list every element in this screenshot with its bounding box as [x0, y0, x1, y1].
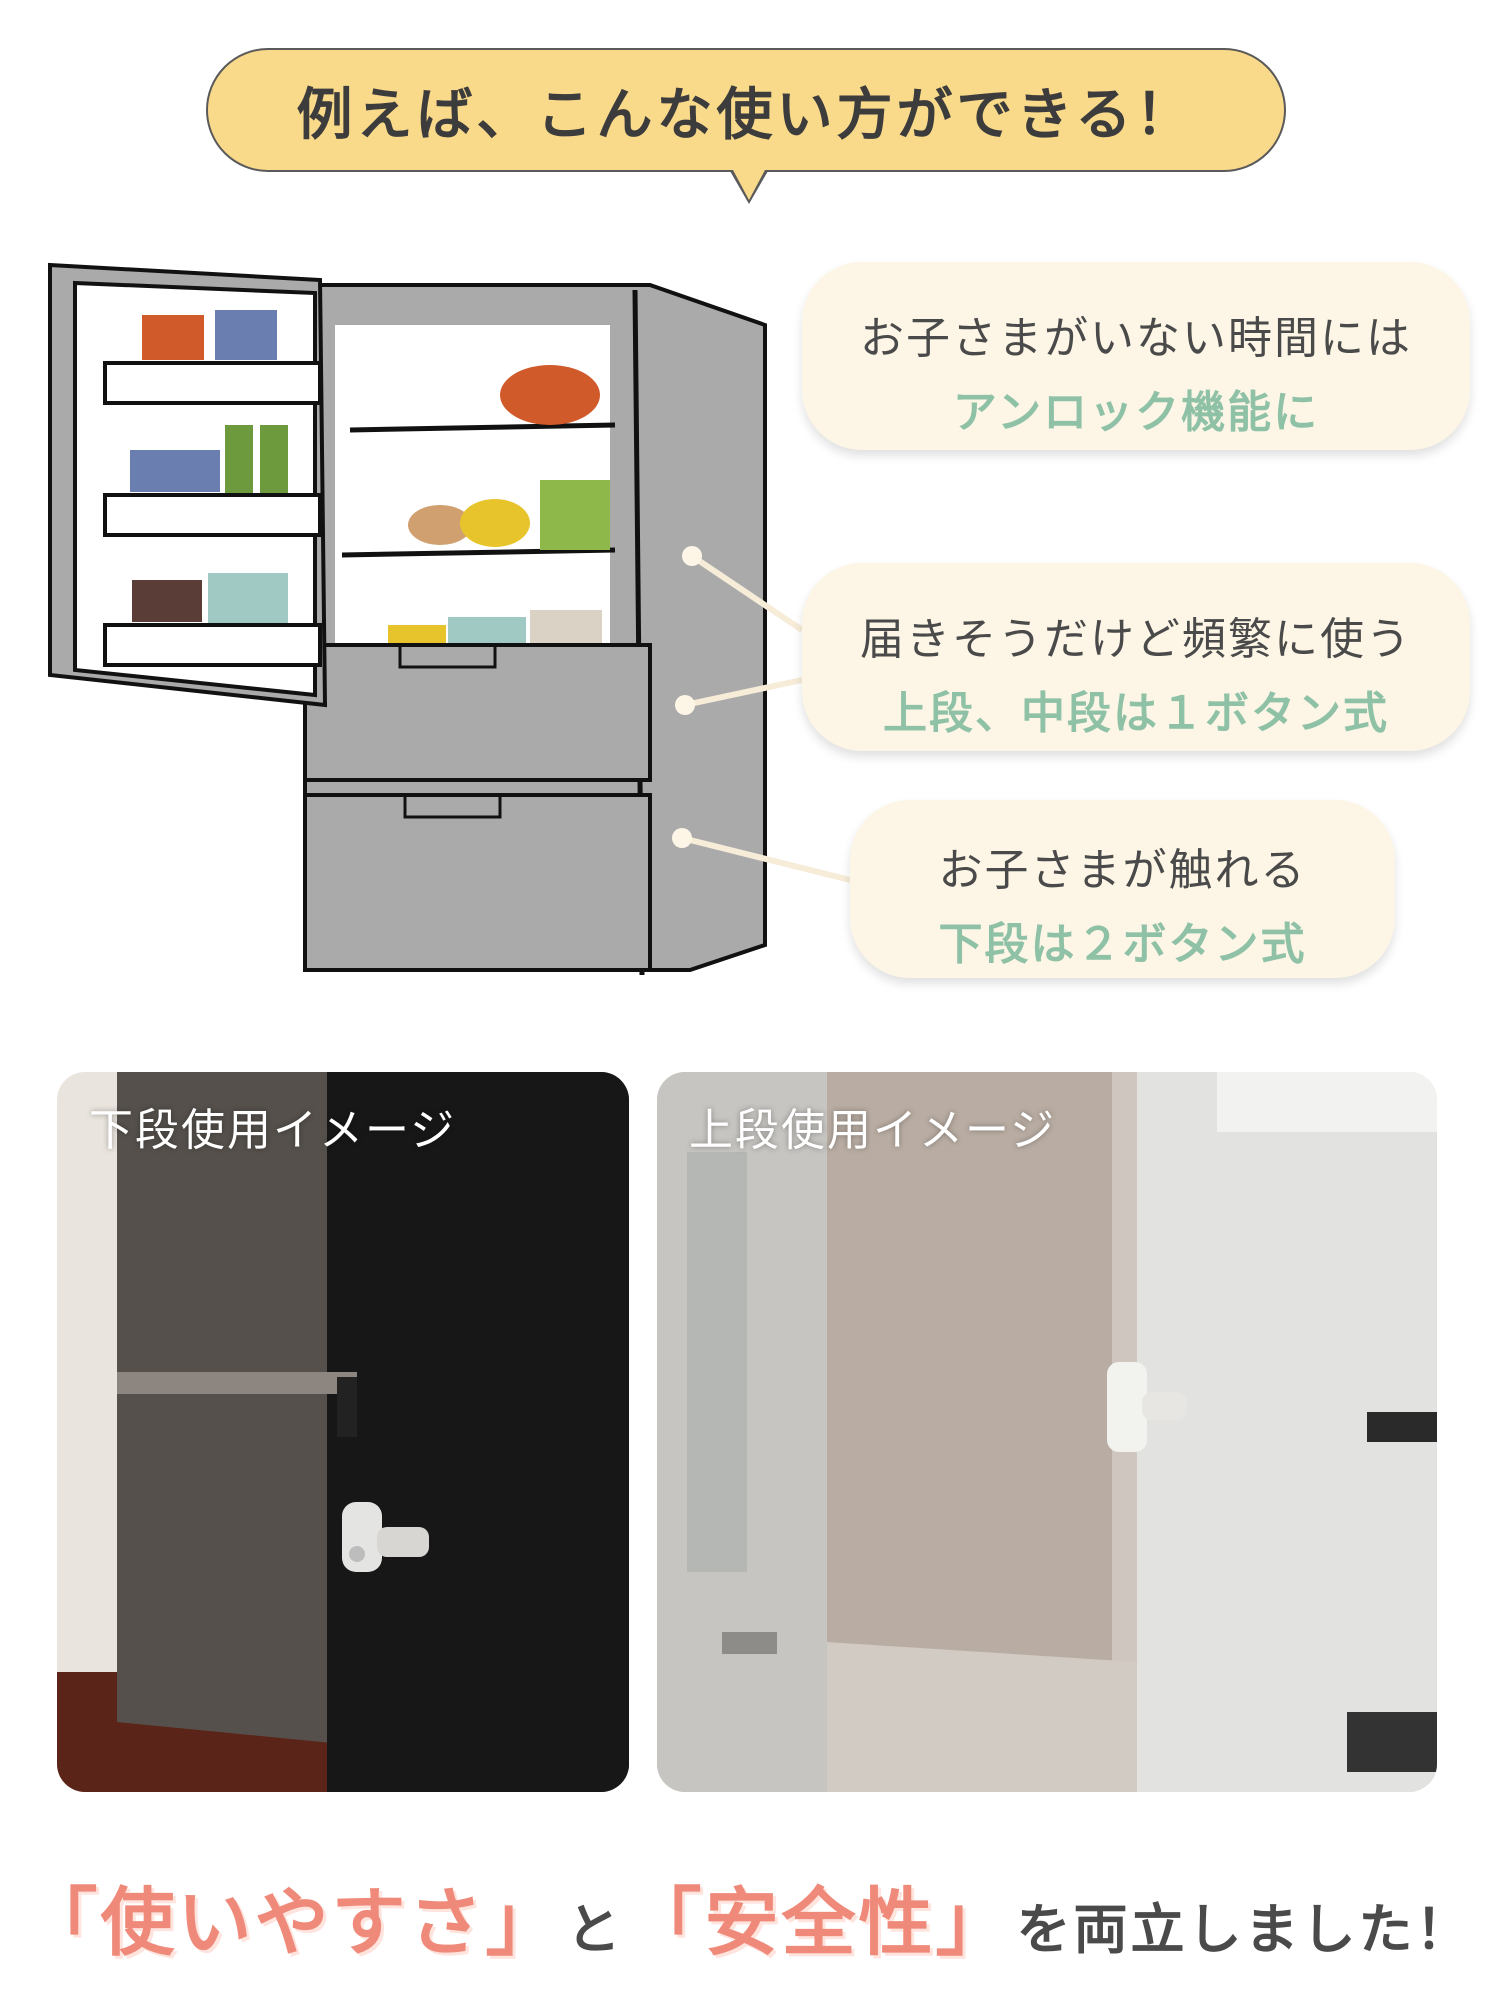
- bubble-tail: [733, 170, 765, 200]
- photo-lower-scene: [57, 1072, 629, 1792]
- photo-label-lower: 下段使用イメージ: [89, 1105, 457, 1156]
- footer-usability: 「使いやすさ」: [23, 1880, 563, 1966]
- footer-tagline: 「使いやすさ」 と 「安全性」 を両立しました！: [0, 1850, 1500, 1970]
- lock-body-icon: [1107, 1362, 1147, 1452]
- photo-upper-usage: 上段使用イメージ: [657, 1072, 1437, 1792]
- callout-text: お子さまがいない時間には: [860, 313, 1412, 364]
- pumpkin-icon: [500, 365, 600, 425]
- callout-unlock: お子さまがいない時間には アンロック機能に: [802, 262, 1470, 450]
- fridge-illustration: [48, 262, 767, 976]
- banana-icon: [460, 499, 530, 547]
- footer-safety: 「安全性」: [627, 1880, 1013, 1966]
- callout-highlight: 下段は２ボタン式: [938, 919, 1307, 970]
- page-title: 例えば、こんな使い方ができる！: [296, 82, 1196, 148]
- lock-body-icon: [342, 1502, 382, 1572]
- callout-highlight: アンロック機能に: [952, 387, 1320, 438]
- photo-upper-scene: [657, 1072, 1437, 1792]
- callout-text: 届きそうだけど頻繁に使う: [860, 614, 1412, 665]
- callout-one-button: 届きそうだけど頻繁に使う 上段、中段は１ボタン式: [802, 563, 1470, 751]
- footer-and: と: [566, 1898, 624, 1961]
- photo-lower-usage: 下段使用イメージ: [57, 1072, 629, 1792]
- photo-label-upper: 上段使用イメージ: [689, 1105, 1057, 1156]
- lock-latch-icon: [1142, 1392, 1187, 1420]
- footer-conclusion: を両立しました！: [1016, 1898, 1473, 1961]
- header-bubble: 例えば、こんな使い方ができる！: [206, 48, 1286, 204]
- callout-two-button: お子さまが触れる 下段は２ボタン式: [850, 800, 1395, 978]
- callout-text: お子さまが触れる: [938, 845, 1307, 896]
- callout-highlight: 上段、中段は１ボタン式: [883, 688, 1389, 739]
- lock-latch-icon: [377, 1527, 429, 1557]
